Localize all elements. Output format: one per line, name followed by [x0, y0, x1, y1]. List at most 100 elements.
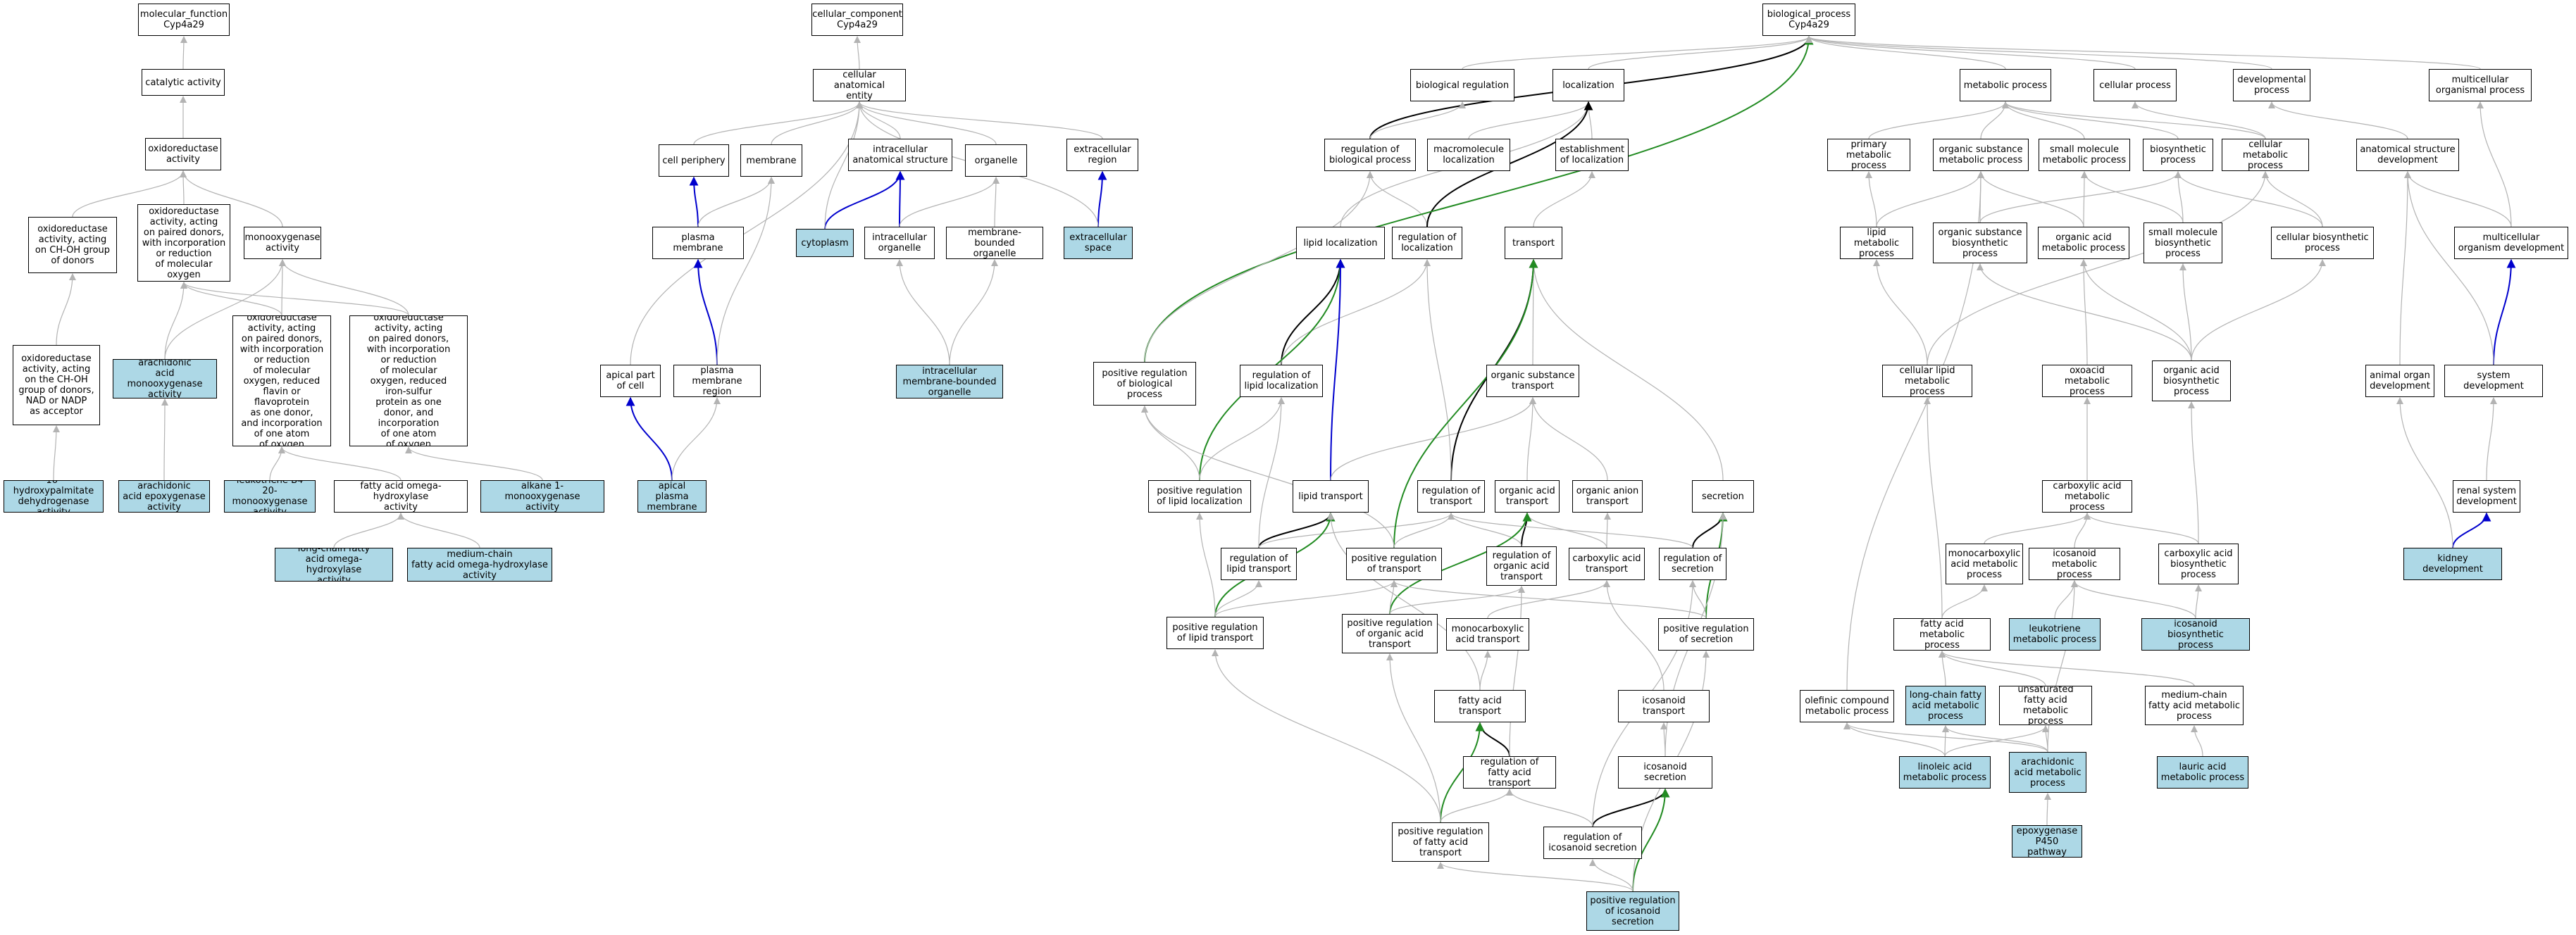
go-term-cellular-process[interactable]: cellular process: [2093, 69, 2177, 101]
go-term-ox-ironsulfur[interactable]: oxidoreductase activity, acting on paire…: [349, 315, 468, 446]
go-term-reg-transport[interactable]: regulation of transport: [1417, 480, 1485, 513]
go-term-monooxygenase[interactable]: monooxygenase activity: [244, 227, 321, 259]
go-term-reg-fa-transport[interactable]: regulation of fatty acid transport: [1463, 756, 1556, 789]
go-term-primary-met[interactable]: primary metabolic process: [1827, 139, 1910, 171]
go-term-carboxylic-transport[interactable]: carboxylic acid transport: [1569, 548, 1645, 580]
go-term-cell-bios[interactable]: cellular biosynthetic process: [2271, 227, 2374, 259]
go-term-mc-fa-met[interactable]: medium-chain fatty acid metabolic proces…: [2145, 686, 2244, 725]
go-term-extracellular-space[interactable]: extracellular space: [1064, 227, 1133, 259]
go-term-catalytic[interactable]: catalytic activity: [142, 69, 225, 96]
go-term-carbox-bios[interactable]: carboxylic acid biosynthetic process: [2158, 544, 2239, 584]
go-term-arach-epox[interactable]: arachidonic acid epoxygenase activity: [118, 480, 210, 513]
go-term-monocarb-transport[interactable]: monocarboxylic acid transport: [1446, 618, 1529, 651]
go-term-reg-org-acid-transport[interactable]: regulation of organic acid transport: [1486, 546, 1557, 586]
go-term-fa-transport[interactable]: fatty acid transport: [1434, 690, 1526, 722]
go-term-mb-organelle[interactable]: membrane-bounded organelle: [946, 227, 1043, 259]
go-term-metabolic[interactable]: metabolic process: [1960, 69, 2051, 101]
go-term-cc-root[interactable]: cellular_component Cyp4a29: [811, 4, 903, 36]
go-term-leukotriene-met[interactable]: leukotriene metabolic process: [2009, 618, 2101, 651]
go-term-icos-transport[interactable]: icosanoid transport: [1618, 690, 1710, 722]
go-term-bio-reg[interactable]: biological regulation: [1410, 69, 1514, 101]
go-term-kidney-dev[interactable]: kidney development: [2403, 548, 2502, 580]
go-term-cell-periphery[interactable]: cell periphery: [659, 144, 729, 177]
go-term-oxoacid-met[interactable]: oxoacid metabolic process: [2042, 365, 2132, 397]
go-term-localization[interactable]: localization: [1553, 69, 1624, 101]
go-term-monocarb-met[interactable]: monocarboxylic acid metabolic process: [1946, 544, 2023, 584]
go-term-org-acid-met[interactable]: organic acid metabolic process: [2038, 227, 2129, 259]
go-term-leukb4[interactable]: leukotriene-B4 20-monooxygenase activity: [224, 480, 316, 513]
go-term-lc-omega[interactable]: long-chain fatty acid omega-hydroxylase …: [275, 548, 393, 582]
go-term-cytoplasm[interactable]: cytoplasm: [796, 229, 854, 257]
go-term-reg-lipid-loc[interactable]: regulation of lipid localization: [1240, 365, 1323, 397]
go-term-lipid-met[interactable]: lipid metabolic process: [1840, 227, 1913, 259]
go-term-lipid-loc[interactable]: lipid localization: [1296, 227, 1385, 259]
go-term-hexadec[interactable]: 16-hydroxypalmitate dehydrogenase activi…: [4, 480, 104, 513]
go-term-pos-reg-lipid-loc[interactable]: positive regulation of lipid localizatio…: [1148, 480, 1251, 513]
go-term-ox-chohdonors[interactable]: oxidoreductase activity, acting on CH-OH…: [28, 217, 117, 273]
go-term-cae[interactable]: cellular anatomical entity: [813, 69, 906, 101]
go-term-epoxygenase[interactable]: epoxygenase P450 pathway: [2012, 825, 2082, 858]
go-term-ox-paired[interactable]: oxidoreductase activity, acting on paire…: [137, 204, 230, 282]
go-term-animal-organ-dev[interactable]: animal organ development: [2365, 365, 2434, 397]
go-term-linoleic-met[interactable]: linoleic acid metabolic process: [1899, 756, 1991, 789]
go-term-extracellular-region[interactable]: extracellular region: [1066, 139, 1138, 171]
go-term-bp-root[interactable]: biological_process Cyp4a29: [1762, 4, 1855, 36]
go-term-oxidoreductase[interactable]: oxidoreductase activity: [145, 138, 221, 170]
go-term-plasma-membrane[interactable]: plasma membrane: [652, 227, 744, 259]
go-term-cell-lipid-met[interactable]: cellular lipid metabolic process: [1882, 365, 1972, 397]
go-term-lauric-met[interactable]: lauric acid metabolic process: [2157, 756, 2248, 789]
go-term-pos-reg-secretion[interactable]: positive regulation of secretion: [1658, 618, 1754, 651]
go-term-developmental[interactable]: developmental process: [2233, 69, 2310, 101]
go-term-mc-omega[interactable]: medium-chain fatty acid omega-hydroxylas…: [407, 548, 552, 582]
go-term-org-anion-transport[interactable]: organic anion transport: [1572, 480, 1643, 513]
go-term-org-sub-met[interactable]: organic substance metabolic process: [1933, 139, 2029, 171]
go-term-transport[interactable]: transport: [1505, 227, 1562, 259]
go-term-pos-reg-transport[interactable]: positive regulation of transport: [1346, 548, 1442, 580]
go-term-ias[interactable]: intracellular anatomical structure: [848, 139, 952, 171]
go-term-lc-fa-met[interactable]: long-chain fatty acid metabolic process: [1905, 686, 1986, 725]
go-term-reg-bp[interactable]: regulation of biological process: [1324, 139, 1416, 171]
go-term-ox-flavin[interactable]: oxidoreductase activity, acting on paire…: [232, 315, 331, 446]
go-term-arach-mono[interactable]: arachidonic acid monooxygenase activity: [113, 359, 217, 399]
go-term-pos-reg-fa-transport[interactable]: positive regulation of fatty acid transp…: [1392, 822, 1489, 862]
go-term-reg-lipid-transport[interactable]: regulation of lipid transport: [1221, 548, 1297, 580]
go-term-mf-root[interactable]: molecular_function Cyp4a29: [138, 4, 230, 36]
go-term-anat-dev[interactable]: anatomical structure development: [2356, 139, 2459, 171]
go-term-icos-secretion[interactable]: icosanoid secretion: [1618, 756, 1712, 789]
go-term-reg-secretion[interactable]: regulation of secretion: [1659, 548, 1726, 580]
go-term-olefinic-met[interactable]: olefinic compound metabolic process: [1800, 690, 1894, 722]
go-term-membrane[interactable]: membrane: [740, 144, 802, 177]
go-term-carbox-met[interactable]: carboxylic acid metabolic process: [2042, 480, 2132, 513]
go-term-organelle[interactable]: organelle: [965, 144, 1027, 177]
go-term-pos-reg-lipid-transport[interactable]: positive regulation of lipid transport: [1166, 617, 1264, 649]
go-term-org-acid-transport[interactable]: organic acid transport: [1495, 480, 1560, 513]
go-term-macro-loc[interactable]: macromolecule localization: [1427, 139, 1510, 171]
go-term-org-sub-transport[interactable]: organic substance transport: [1486, 365, 1579, 397]
go-term-icos-bios[interactable]: icosanoid biosynthetic process: [2141, 618, 2250, 651]
go-term-system-dev[interactable]: system development: [2444, 365, 2543, 397]
go-term-lipid-transport[interactable]: lipid transport: [1293, 480, 1369, 513]
go-term-intra-organelle[interactable]: intracellular organelle: [864, 227, 935, 259]
go-term-multicell-dev[interactable]: multicellular organism development: [2454, 227, 2568, 259]
go-term-pos-reg-icos-secretion[interactable]: positive regulation of icosanoid secreti…: [1586, 891, 1679, 931]
go-term-icos-met[interactable]: icosanoid metabolic process: [2029, 548, 2120, 580]
go-term-small-mol-bios[interactable]: small molecule biosynthetic process: [2143, 222, 2222, 263]
go-term-secretion[interactable]: secretion: [1692, 480, 1754, 513]
go-term-arach-met[interactable]: arachidonic acid metabolic process: [2009, 752, 2086, 793]
go-term-est-loc[interactable]: establishment of localization: [1555, 139, 1629, 171]
go-term-small-mol-met[interactable]: small molecule metabolic process: [2039, 139, 2130, 171]
go-term-unsat-fa-met[interactable]: unsaturated fatty acid metabolic process: [1999, 686, 2092, 725]
go-term-apical-pm[interactable]: apical plasma membrane: [637, 480, 707, 513]
go-term-imbo[interactable]: intracellular membrane-bounded organelle: [896, 365, 1003, 399]
go-term-pos-reg-org-acid-transport[interactable]: positive regulation of organic acid tran…: [1342, 614, 1438, 653]
go-term-cell-met[interactable]: cellular metabolic process: [2222, 139, 2309, 171]
go-term-org-sub-bios[interactable]: organic substance biosynthetic process: [1933, 222, 2027, 263]
go-term-pos-reg-bp[interactable]: positive regulation of biological proces…: [1093, 362, 1196, 406]
go-term-reg-loc[interactable]: regulation of localization: [1392, 227, 1462, 259]
go-term-apical-part[interactable]: apical part of cell: [600, 365, 661, 397]
go-term-reg-icos-secretion[interactable]: regulation of icosanoid secretion: [1543, 827, 1642, 859]
go-term-biosynthetic[interactable]: biosynthetic process: [2143, 139, 2213, 171]
go-term-alkane-mono[interactable]: alkane 1-monooxygenase activity: [480, 480, 604, 513]
go-term-org-acid-bios[interactable]: organic acid biosynthetic process: [2152, 360, 2231, 401]
go-term-fa-met[interactable]: fatty acid metabolic process: [1893, 618, 1991, 651]
